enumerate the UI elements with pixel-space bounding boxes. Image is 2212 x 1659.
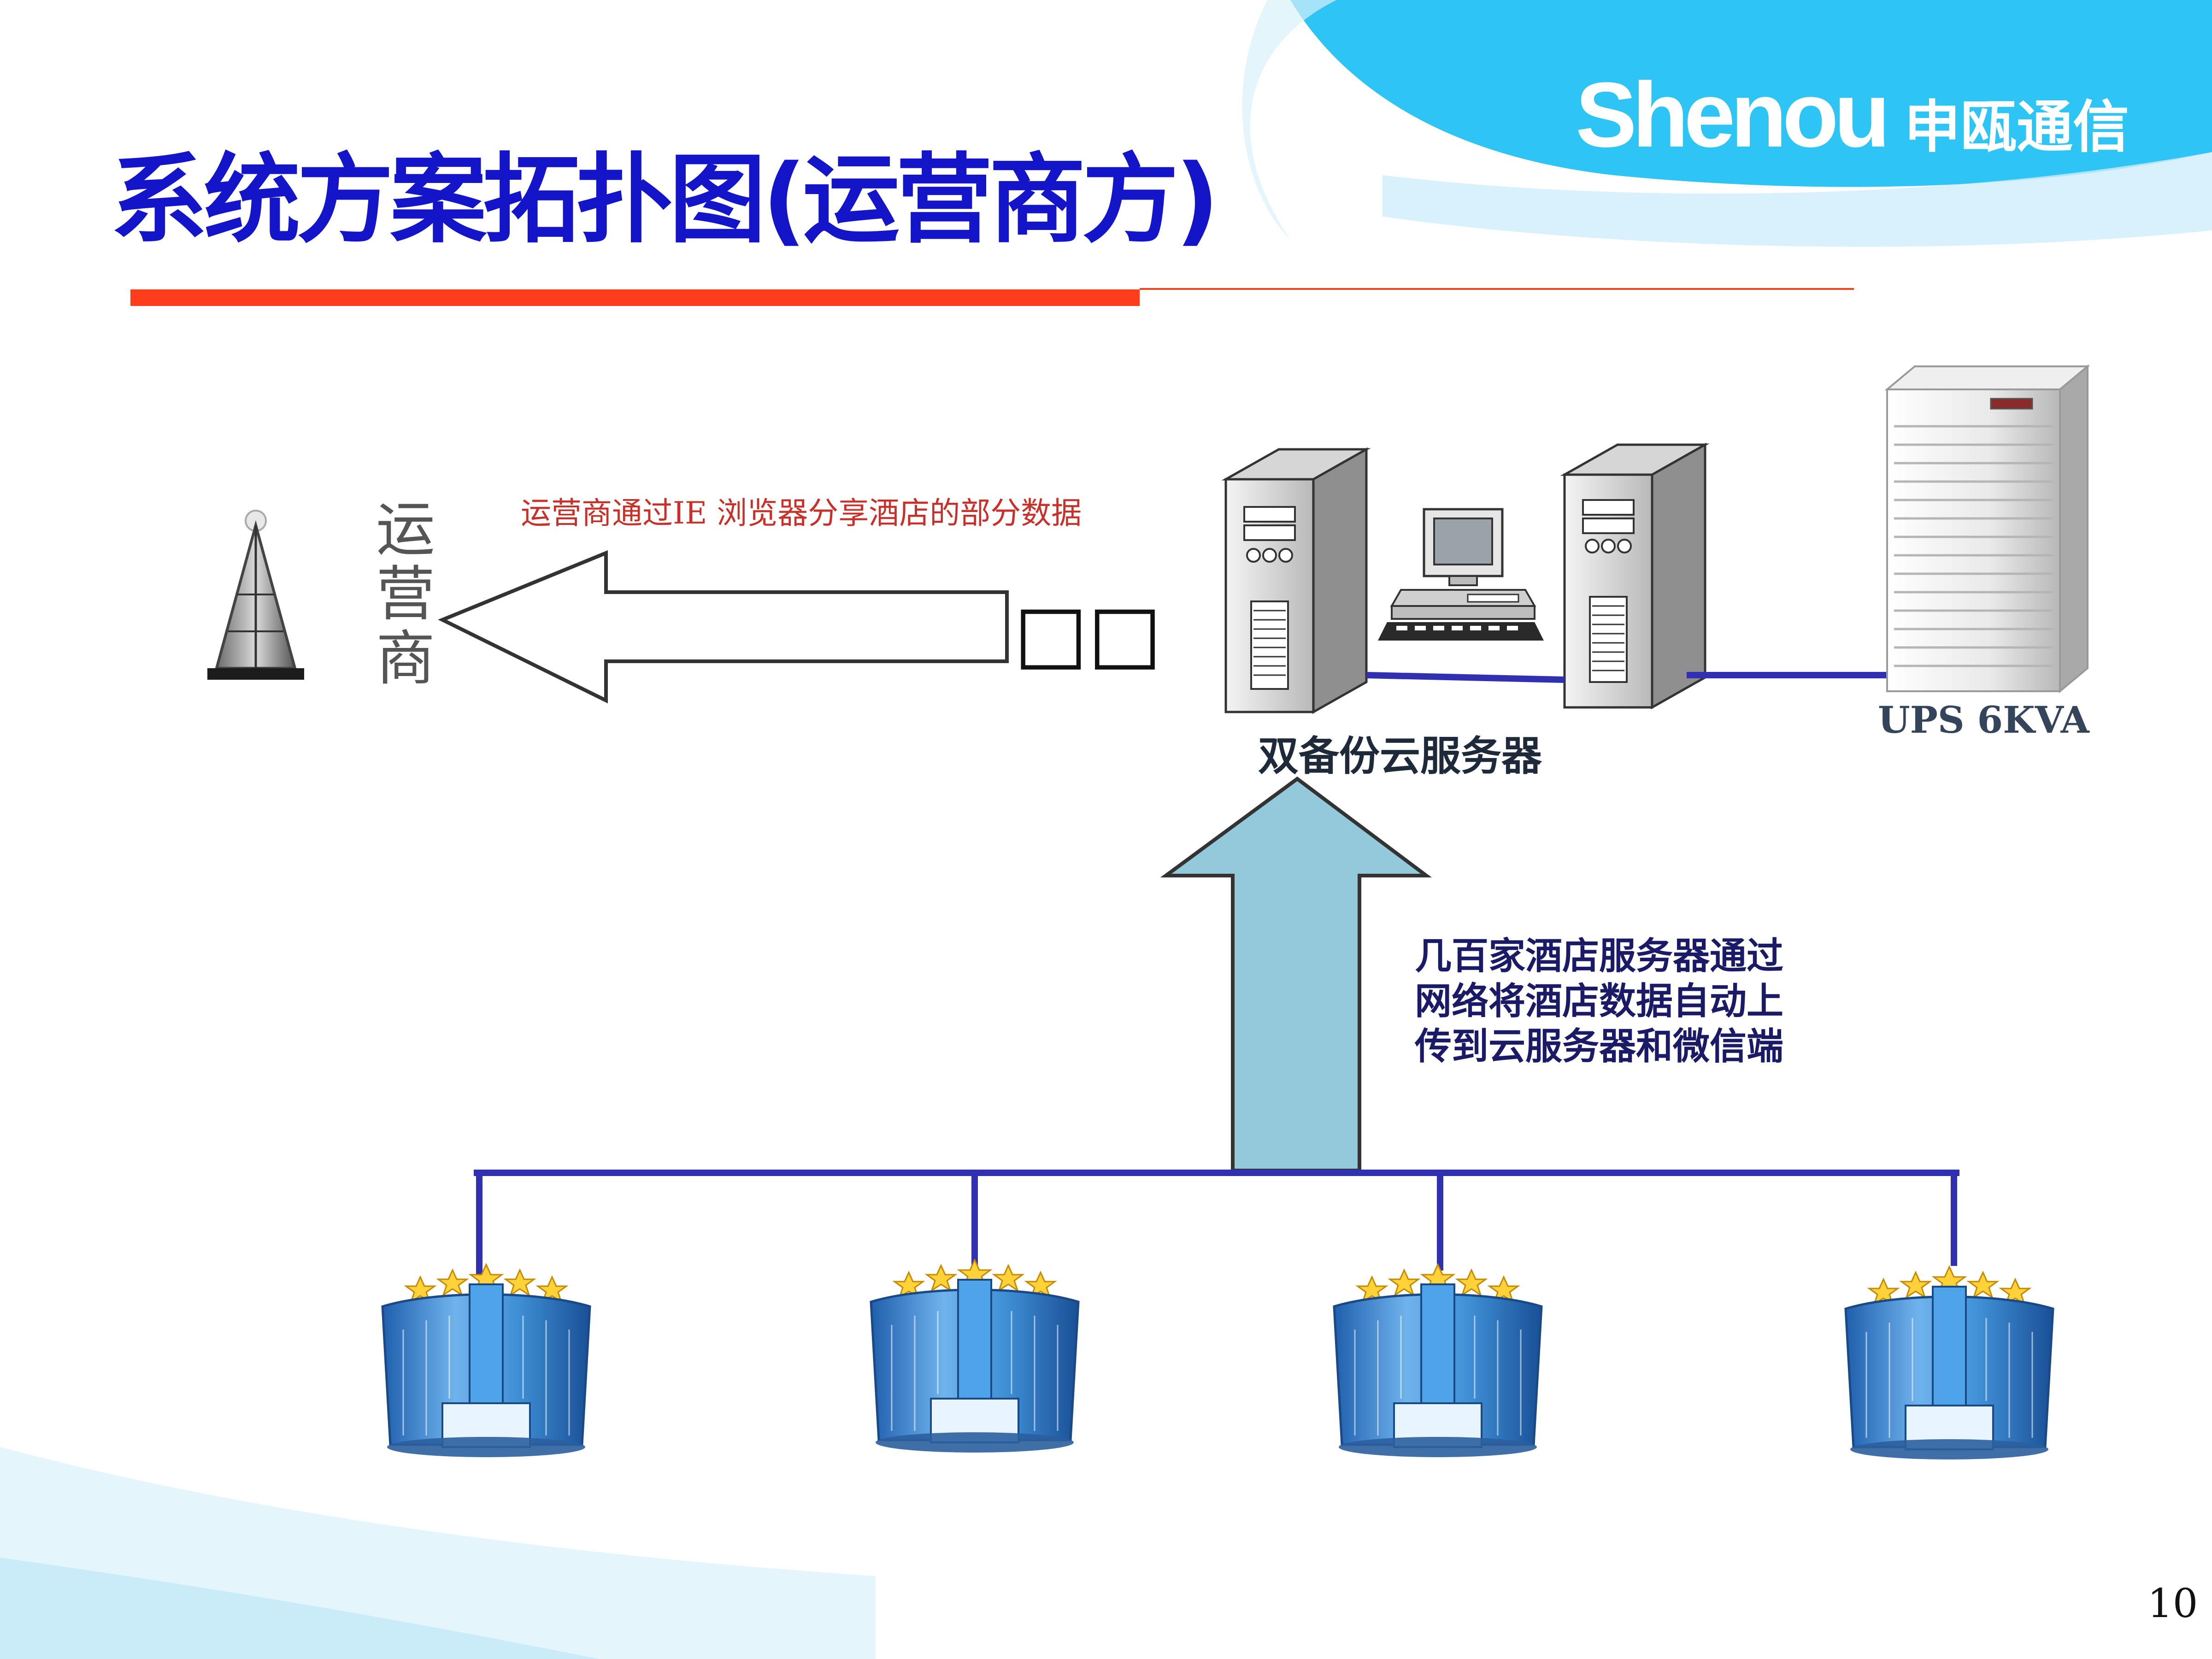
- cloud-server-label: 双备份云服务器: [1258, 732, 1542, 780]
- page-number: 10: [2147, 1581, 2198, 1627]
- upload-caption-line: 传到云服务器和微信端: [1415, 1024, 1783, 1068]
- hotel-building-icon: [381, 1263, 591, 1457]
- share-arrow-icon: [438, 550, 1009, 704]
- radio-tower-icon: [207, 510, 304, 680]
- title-underline-thick: [130, 289, 1140, 306]
- cloud-server-1-icon: [1221, 447, 1371, 714]
- title-underline-thin: [1140, 288, 1854, 290]
- server-link-line: [1366, 672, 1565, 683]
- hotel-building-icon: [870, 1258, 1080, 1453]
- network-bus: [474, 1170, 1959, 1275]
- desktop-computer-icon: [1378, 508, 1544, 641]
- share-caption: 运营商通过IE 浏览器分享酒店的部分数据: [521, 495, 1082, 531]
- ups-label: UPS 6KVA: [1878, 698, 2089, 741]
- placeholder-glyphs: □□: [1014, 588, 1162, 679]
- logo-text-en: Shenou: [1575, 64, 1890, 166]
- operator-label: 运营商: [376, 495, 435, 693]
- upload-caption-line: 网络将酒店数据自动上: [1415, 979, 1783, 1023]
- hotel-building-icon: [1333, 1263, 1543, 1457]
- ups-cabinet-icon: [1884, 364, 2090, 694]
- upload-arrow-icon: [1160, 777, 1432, 1172]
- upload-caption-line: 几百家酒店服务器通过: [1415, 934, 1783, 977]
- cloud-server-2-icon: [1560, 442, 1710, 710]
- logo-text-cn: 申瓯通信: [1904, 94, 2129, 160]
- hotel-building-icon: [1844, 1265, 2054, 1459]
- upload-caption: 几百家酒店服务器通过 网络将酒店数据自动上 传到云服务器和微信端: [1415, 933, 1853, 1069]
- page-title: 系统方案拓扑图(运营商方): [111, 143, 1219, 256]
